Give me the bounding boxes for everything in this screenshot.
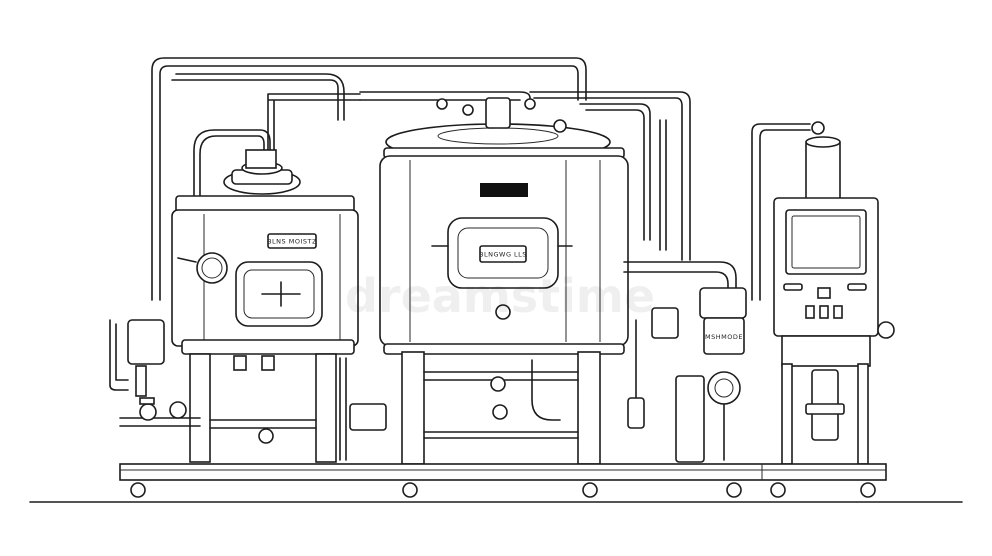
mash-tun: BLNS MOISTZ	[171, 129, 359, 463]
aux-unit-plate-label: MSHMODE	[705, 333, 743, 341]
mash-tun-plate-label: BLNS MOISTZ	[267, 238, 317, 246]
caster-wheels	[130, 482, 876, 498]
overhead-piping	[151, 57, 811, 301]
kettle-display-plate	[480, 183, 528, 197]
control-cabinet	[773, 121, 895, 465]
kettle-plate-label: BLNGWG LLS	[479, 251, 527, 259]
base-frame	[29, 463, 963, 503]
mash-tun-nameplate	[267, 233, 317, 249]
brew-kettle: BLNGWG LLS	[339, 97, 629, 465]
watermark-text: dreamstime	[345, 269, 655, 323]
kettle-nameplate	[479, 245, 527, 263]
left-valve-assembly	[109, 319, 201, 427]
right-side-filters: MSHMODE	[623, 261, 747, 463]
control-screen	[785, 209, 867, 275]
